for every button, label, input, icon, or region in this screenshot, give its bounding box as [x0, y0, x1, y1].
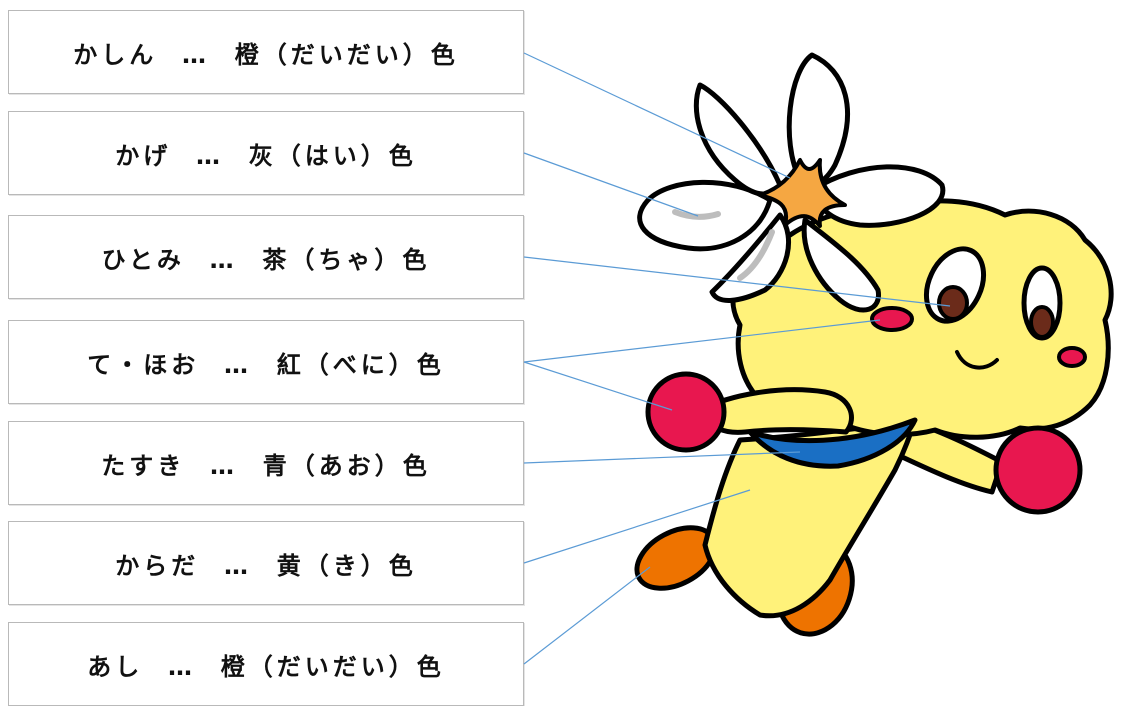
- label-text-sash: たすき … 青（あお）色: [101, 451, 431, 480]
- leader-line-sash: [523, 451, 801, 464]
- leader-line-stamen: [523, 52, 791, 179]
- shadow-stroke-2: [737, 229, 775, 281]
- right-hand: [993, 425, 1083, 515]
- leader-line-hand: [523, 361, 673, 411]
- label-box-pupil: ひとみ … 茶（ちゃ）色: [8, 215, 524, 299]
- label-text-hands-cheeks: て・ほお … 紅（べに）色: [87, 350, 445, 379]
- label-text-body: からだ … 黄（き）色: [115, 551, 417, 580]
- label-box-body: からだ … 黄（き）色: [8, 521, 524, 605]
- pupil-right: [1029, 305, 1055, 339]
- cheek-right: [1057, 346, 1087, 368]
- label-box-shadow: かげ … 灰（はい）色: [8, 111, 524, 195]
- leader-line-pupil: [523, 256, 951, 307]
- leader-line-cheek: [523, 319, 881, 363]
- cheek-left: [870, 306, 914, 332]
- label-box-sash: たすき … 青（あお）色: [8, 421, 524, 505]
- label-box-hands-cheeks: て・ほお … 紅（べに）色: [8, 320, 524, 404]
- label-text-feet: あし … 橙（だいだい）色: [87, 652, 445, 681]
- label-text-shadow: かげ … 灰（はい）色: [115, 141, 417, 170]
- petal-right: [809, 164, 946, 228]
- petal-top: [786, 52, 850, 187]
- left-arm: [697, 387, 854, 435]
- label-box-feet: あし … 橙（だいだい）色: [8, 622, 524, 706]
- label-text-pupil: ひとみ … 茶（ちゃ）色: [101, 245, 431, 274]
- pupil-left: [937, 285, 969, 321]
- stamen: [758, 158, 847, 228]
- petal-top-left: [693, 82, 783, 197]
- petal-bottom-right: [801, 217, 881, 313]
- leader-line-feet: [523, 566, 651, 665]
- left-hand: [645, 371, 727, 453]
- label-box-stamen: かしん … 橙（だいだい）色: [8, 10, 524, 94]
- mouth: [955, 350, 999, 370]
- leader-line-body: [523, 489, 751, 564]
- shadow-stroke-1: [672, 209, 721, 220]
- leader-lines: [523, 52, 951, 665]
- leader-line-shadow: [523, 152, 699, 217]
- sash: [747, 417, 918, 469]
- label-text-stamen: かしん … 橙（だいだい）色: [73, 40, 459, 69]
